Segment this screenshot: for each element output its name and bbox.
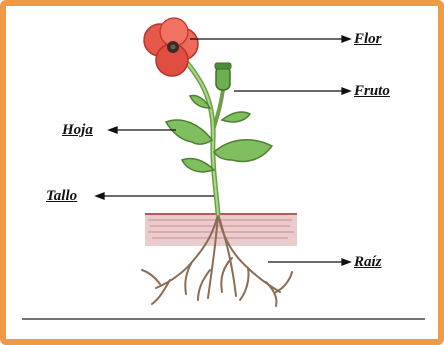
fruit-capsule [215,63,231,90]
soil [145,214,297,246]
label-root: Raíz [354,255,382,270]
label-stem: Tallo [46,189,77,204]
label-fruit: Fruto [354,84,390,99]
label-leaf: Hoja [62,123,93,138]
label-flower: Flor [354,32,382,47]
